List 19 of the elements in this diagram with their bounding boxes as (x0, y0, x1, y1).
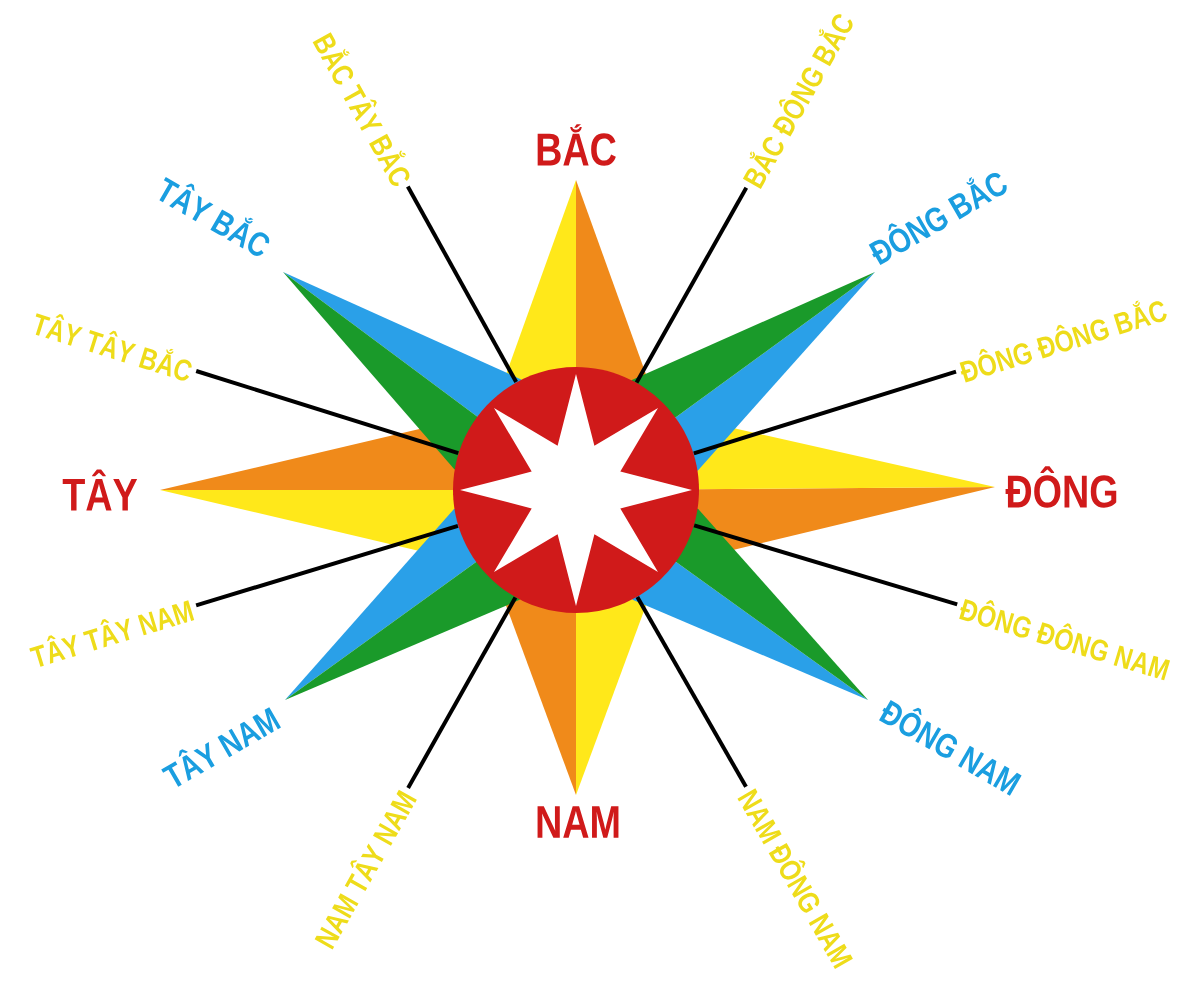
direction-label: BẮC TÂY BẮC (312, 32, 410, 186)
direction-label: TÂY (62, 469, 138, 511)
leader-line (195, 523, 459, 608)
direction-label: NAM (537, 806, 619, 838)
direction-label: BẮC (537, 124, 616, 166)
leader-line (693, 369, 957, 456)
direction-label: ĐÔNG ĐÔNG BẮC (959, 300, 1167, 383)
direction-label: TÂY TÂY NAM (29, 600, 195, 667)
leader-line (693, 523, 958, 607)
leader-line (635, 596, 748, 788)
leader-line (406, 185, 518, 384)
compass-circle (453, 367, 699, 613)
leader-line (195, 369, 459, 455)
direction-label: TÂY BẮC (159, 176, 270, 256)
direction-label: TÂY TÂY BẮC (35, 313, 192, 381)
direction-label: TÂY NAM (161, 707, 281, 787)
direction-label: NAM TÂY NAM (314, 789, 417, 950)
direction-label: ĐÔNG ĐÔNG NAM (959, 599, 1171, 681)
direction-label: ĐÔNG (1005, 466, 1117, 508)
